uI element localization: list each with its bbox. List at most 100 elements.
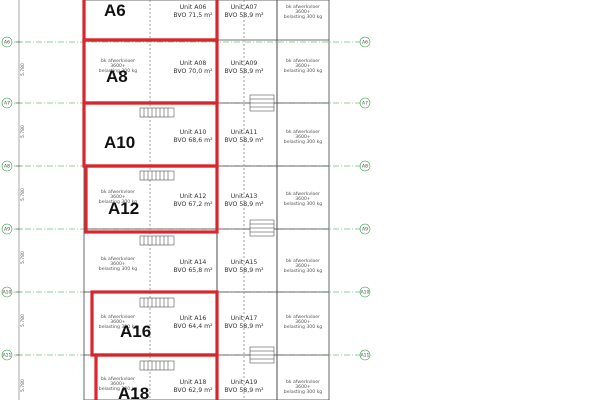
floor-notes-left: bk afwerkvloer 3600+ belasting 300 kg bk… (99, 58, 137, 392)
unit-tag-a10: A10 (104, 133, 135, 152)
note-line: belasting 300 kg (99, 386, 137, 392)
grid-bubble-label: A6 (362, 40, 368, 46)
note-line: bk afwerkvloer (101, 189, 135, 195)
note-line: belasting 300 kg (284, 201, 322, 207)
dimension-label: 5.780 (20, 251, 26, 264)
grid-bubble-label: A8 (4, 164, 10, 170)
note-line: belasting 300 kg (284, 389, 322, 395)
note-line: 3600+ (110, 194, 126, 200)
unit-area: BVO 64,4 m² (173, 323, 213, 330)
grid-bubbles-left (1, 36, 13, 361)
stair-icon (249, 219, 275, 237)
unit-area: BVO 65,8 m² (173, 267, 213, 274)
unit-labels-left: Unit A06 BVO 71,5 m² Unit A08 BVO 70,0 m… (173, 4, 213, 394)
dimension-label: 5.780 (20, 125, 26, 138)
unit-area: BVO 58,9 m² (224, 137, 264, 144)
stair-icon (249, 346, 275, 364)
stair-icon (139, 170, 175, 181)
note-line: bk afwerkvloer (286, 58, 320, 64)
stair-icon (139, 107, 175, 118)
grid-bubble (359, 97, 371, 109)
unit-tag-a12: A12 (108, 199, 139, 218)
grid-bubble-label: A11 (361, 353, 370, 359)
note-line: bk afwerkvloer (101, 376, 135, 382)
grid-bubble (359, 349, 371, 361)
grid-bubble-label: A7 (4, 101, 10, 107)
dimension-label: 5.780 (20, 379, 26, 392)
unit-name: Unit A11 (231, 129, 258, 136)
note-line: bk afwerkvloer (101, 314, 135, 320)
note-line: 3600+ (295, 196, 311, 202)
unit-name: Unit A09 (231, 60, 258, 67)
grid-bubble (359, 160, 371, 172)
unit-area: BVO 58,9 m² (224, 387, 264, 394)
unit-name: Unit A17 (231, 315, 258, 322)
grid-bubble (359, 36, 371, 48)
grid-bubble (1, 223, 13, 235)
floor-notes-right: bk afwerkvloer 3600+ belasting 300 kg bk… (284, 4, 322, 395)
grid-bubble-label: A10 (3, 290, 12, 296)
unit-name: Unit A08 (180, 60, 207, 67)
note-line: bk afwerkvloer (286, 379, 320, 385)
unit-area: BVO 67,2 m² (173, 201, 213, 208)
unit-name: Unit A14 (180, 259, 207, 266)
note-line: 3600+ (295, 134, 311, 140)
unit-tag-a16: A16 (120, 322, 151, 341)
grid-bubble (1, 349, 13, 361)
unit-tag-a8: A8 (106, 67, 128, 86)
note-line: bk afwerkvloer (101, 256, 135, 262)
stair-icon (139, 360, 175, 371)
unit-name: Unit A07 (231, 4, 258, 11)
note-line: belasting 300 kg (99, 199, 137, 205)
unit-area: BVO 70,0 m² (173, 68, 213, 75)
grid-bubble-label: A11 (3, 353, 12, 359)
grid-bubble-label: A9 (4, 227, 10, 233)
note-line: belasting 300 kg (99, 324, 137, 330)
grid-bubble (1, 36, 13, 48)
stair-icon (249, 94, 275, 112)
unit-name: Unit A10 (180, 129, 207, 136)
grid-bubble-label: A10 (361, 290, 370, 296)
unit-labels-middle: Unit A07 BVO 58,9 m² Unit A09 BVO 58,9 m… (224, 4, 264, 394)
grid-bubble-label: A6 (4, 40, 10, 46)
note-line: belasting 300 kg (99, 266, 137, 272)
note-line: 3600+ (110, 381, 126, 387)
dimension-label: 5.780 (20, 188, 26, 201)
grid-bubble (1, 286, 13, 298)
grid-bubble-label: A7 (362, 101, 368, 107)
grid-bubble-label: A9 (362, 227, 368, 233)
note-line: bk afwerkvloer (286, 258, 320, 264)
note-line: belasting 300 kg (284, 268, 322, 274)
stairs (139, 94, 275, 371)
note-line: bk afwerkvloer (286, 314, 320, 320)
note-line: 3600+ (295, 319, 311, 325)
note-line: 3600+ (110, 261, 126, 267)
note-line: 3600+ (295, 263, 311, 269)
unit-area: BVO 58,9 m² (224, 267, 264, 274)
note-line: bk afwerkvloer (286, 191, 320, 197)
stair-icon (139, 297, 175, 308)
note-line: 3600+ (295, 63, 311, 69)
unit-area: BVO 58,9 m² (224, 201, 264, 208)
unit-name: Unit A19 (231, 379, 258, 386)
note-line: bk afwerkvloer (286, 4, 320, 10)
unit-name: Unit A12 (180, 193, 207, 200)
highlight-outline-a12 (84, 164, 219, 234)
unit-name: Unit A18 (180, 379, 207, 386)
note-line: 3600+ (110, 63, 126, 69)
note-line: 3600+ (295, 9, 311, 15)
note-line: belasting 300 kg (284, 14, 322, 20)
note-line: belasting 300 kg (284, 139, 322, 145)
unit-tag-a18: A18 (118, 384, 149, 400)
highlight-outline-a18 (94, 353, 219, 400)
unit-name: Unit A16 (180, 315, 207, 322)
grid-bubble (1, 160, 13, 172)
unit-area: BVO 71,5 m² (173, 12, 213, 19)
dimension-label: 5.780 (20, 63, 26, 76)
highlight-outlines (82, 0, 219, 400)
grid-bubble-label: A8 (362, 164, 368, 170)
unit-area: BVO 62,9 m² (173, 387, 213, 394)
unit-name: Unit A06 (180, 4, 207, 11)
note-line: bk afwerkvloer (286, 129, 320, 135)
